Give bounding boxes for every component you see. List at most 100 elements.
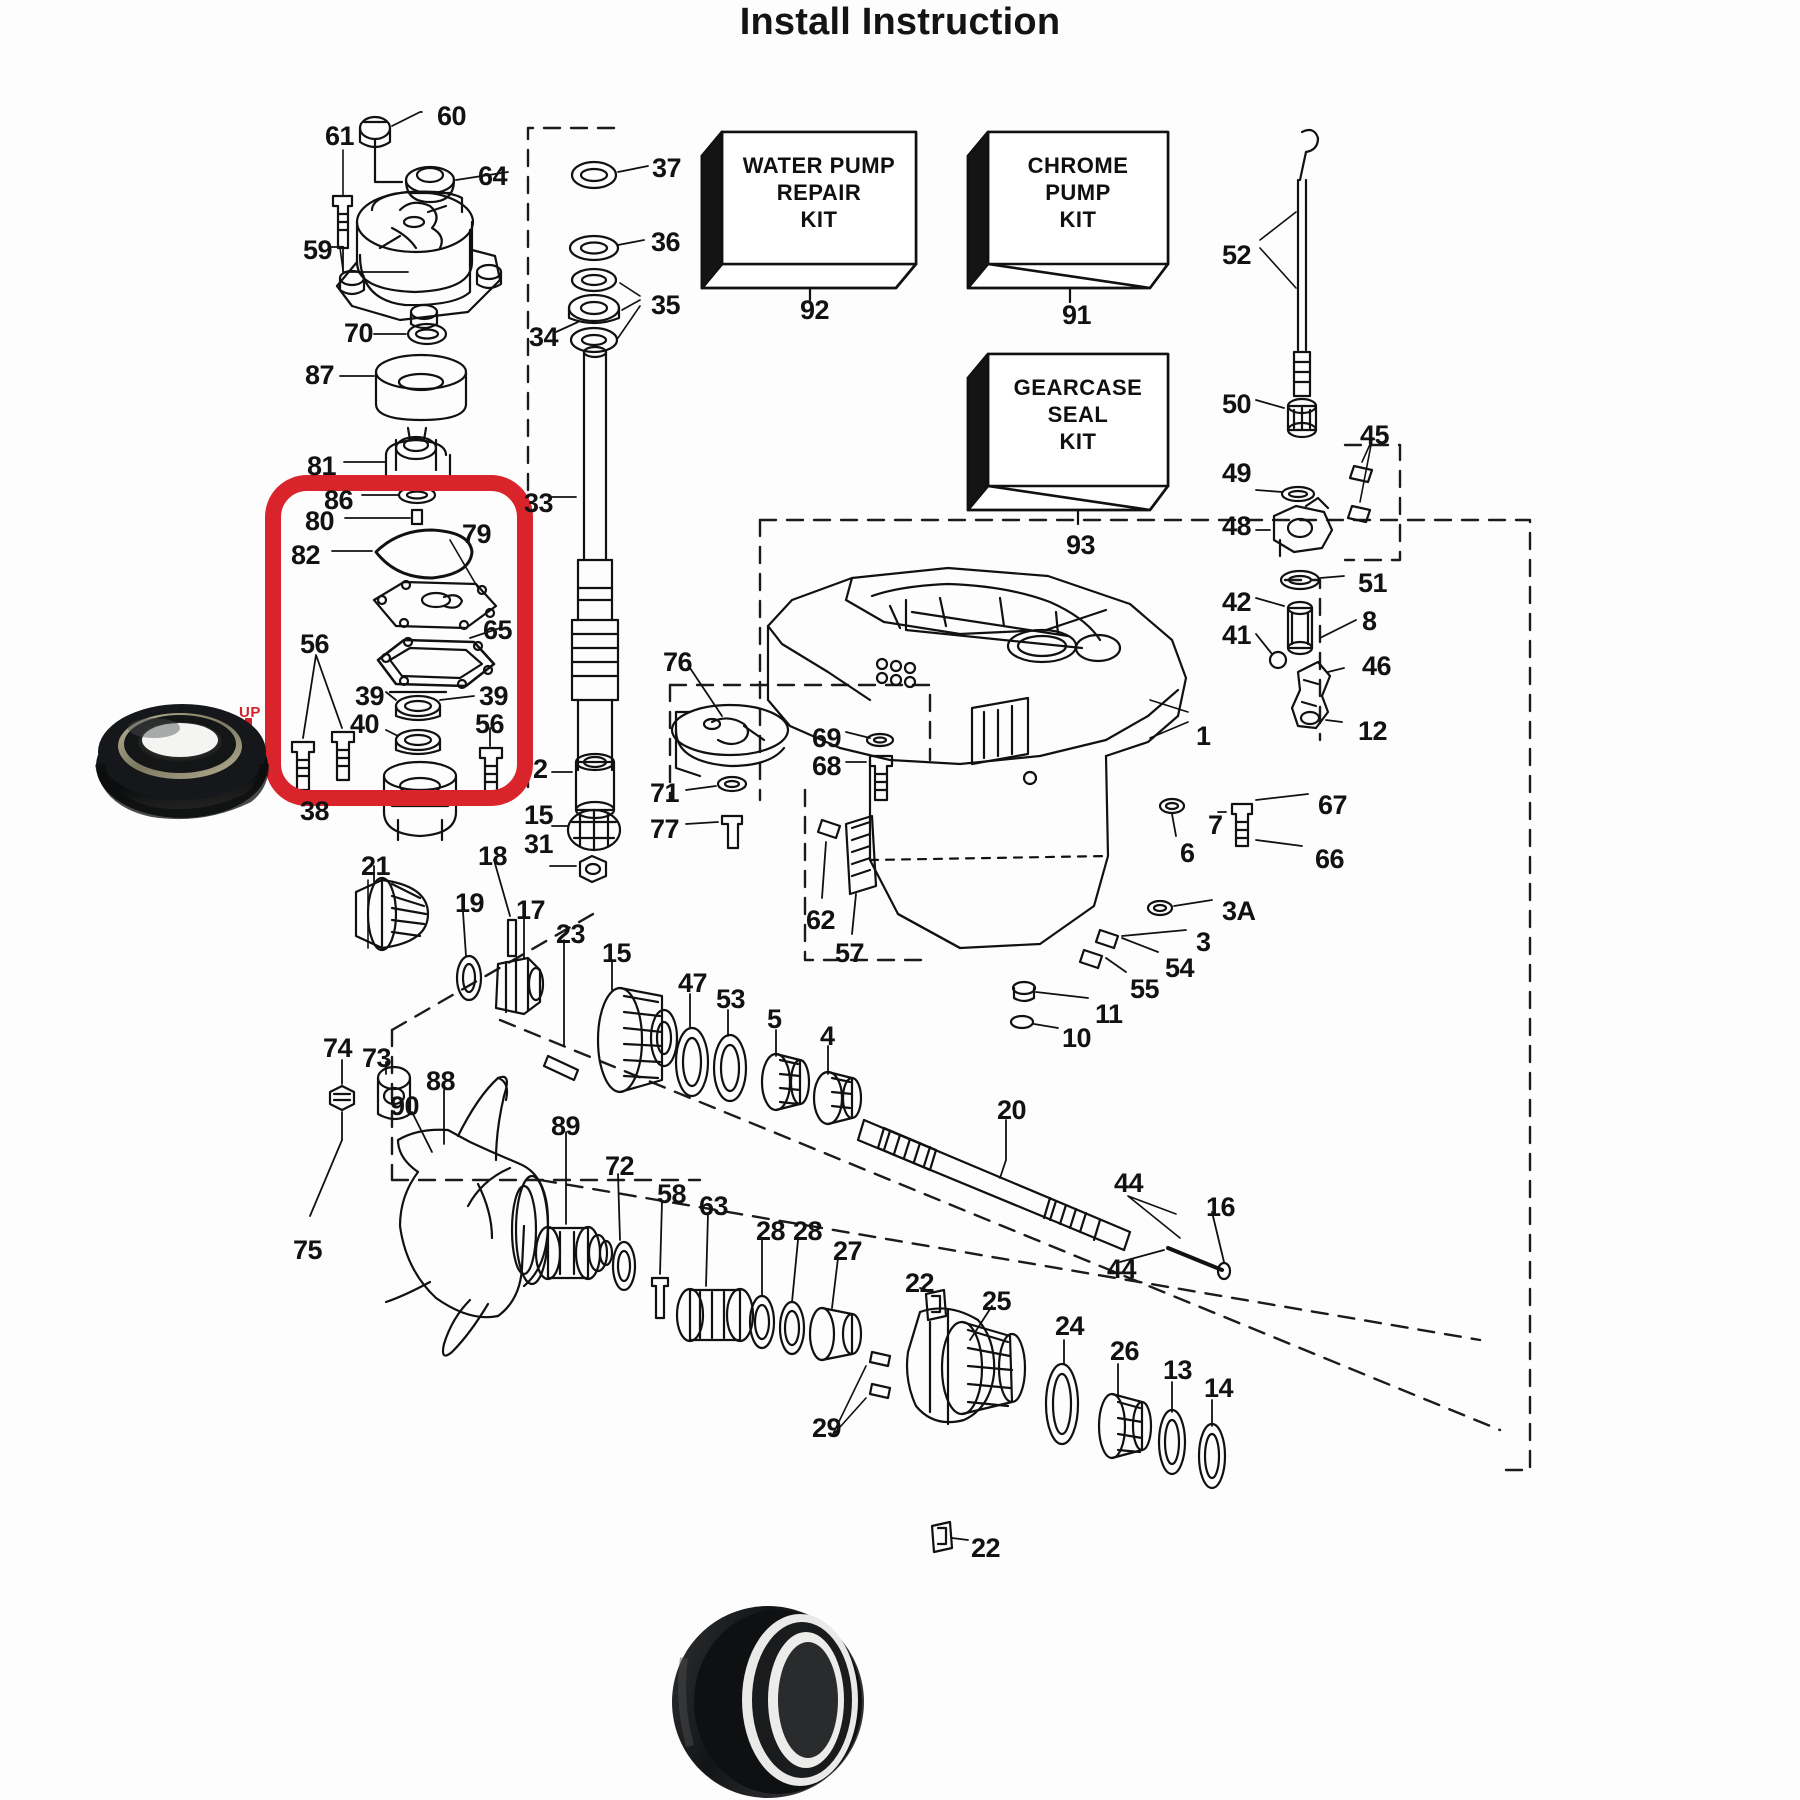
callout-number: 28 (756, 1216, 786, 1246)
callout-number: 93 (1066, 530, 1096, 560)
callout-number: 51 (1358, 568, 1388, 598)
callout-number: 7 (1208, 810, 1223, 840)
callout-number: 35 (651, 290, 681, 320)
callout-number: 63 (699, 1191, 729, 1221)
callout-number: 45 (1360, 420, 1390, 450)
callout-number: 13 (1163, 1355, 1193, 1385)
callout-number: 24 (1055, 1311, 1085, 1341)
callout-number: 37 (652, 153, 682, 183)
callout-number: 20 (997, 1095, 1027, 1125)
callout-number: 21 (361, 851, 391, 881)
callout-number: 46 (1362, 651, 1392, 681)
callout-number: 6 (1180, 838, 1195, 868)
callout-number: 17 (516, 895, 546, 925)
callout-number: 77 (650, 814, 680, 844)
callout-number: 41 (1222, 620, 1252, 650)
callout-number: 44 (1114, 1168, 1144, 1198)
callout-number: 89 (551, 1111, 581, 1141)
callout-number: 61 (325, 121, 355, 151)
callout-number: 8 (1362, 606, 1377, 636)
callout-number: 29 (812, 1413, 842, 1443)
callout-number: 22 (971, 1533, 1001, 1563)
kit-box-label-water-pump: WATER PUMP REPAIR KIT (742, 153, 896, 232)
callout-number: 11 (1095, 999, 1123, 1029)
callout-number: 39 (355, 681, 385, 711)
callout-number: 62 (806, 905, 836, 935)
callout-number: 5 (767, 1004, 782, 1034)
callout-number: 71 (650, 778, 680, 808)
callout-number: 44 (1107, 1254, 1137, 1284)
callout-number: 18 (478, 841, 508, 871)
callout-number: 3 (1196, 927, 1211, 957)
callout-number: 10 (1062, 1023, 1092, 1053)
callout-number: 81 (307, 451, 337, 481)
callout-number: 54 (1165, 953, 1195, 983)
callout-number: 67 (1318, 790, 1348, 820)
callout-number: 79 (462, 519, 492, 549)
kit-box-label-chrome-pump: CHROME PUMP KIT (1027, 153, 1129, 232)
callout-number: 16 (1206, 1192, 1236, 1222)
callout-number: 53 (716, 984, 746, 1014)
callout-number: 92 (800, 295, 830, 325)
callout-number: 23 (556, 919, 586, 949)
callout-number: 65 (483, 615, 513, 645)
callout-number: 80 (305, 506, 335, 536)
callout-number: 4 (820, 1021, 835, 1051)
callout-number: 87 (305, 360, 335, 390)
callout-number: 64 (478, 161, 508, 191)
callout-number: 91 (1062, 300, 1092, 330)
callout-number: 74 (323, 1033, 353, 1063)
callout-number: 15 (524, 800, 554, 830)
callout-number: 70 (344, 318, 374, 348)
callout-number: 90 (390, 1091, 420, 1121)
kit-box-label-gearcase-seal: GEARCASE SEAL KIT (1013, 375, 1143, 454)
callout-number: 55 (1130, 974, 1160, 1004)
up-direction-label: UP (239, 704, 261, 721)
callout-number: 34 (529, 322, 559, 352)
callout-number: 22 (905, 1268, 935, 1298)
callout-number: 19 (455, 888, 485, 918)
callout-number: 3A (1222, 896, 1256, 926)
callout-number: 73 (362, 1043, 392, 1073)
callout-number: 25 (982, 1286, 1012, 1316)
callout-number: 58 (657, 1179, 687, 1209)
callout-number: 33 (524, 488, 554, 518)
callout-number: 42 (1222, 587, 1252, 617)
callout-number: 36 (651, 227, 681, 257)
callout-number: 12 (1358, 716, 1388, 746)
oil-seal-photo-left (92, 694, 272, 824)
oil-seal-photo-bottom (650, 1598, 870, 1800)
callout-number: 27 (833, 1236, 863, 1266)
callout-number: 1 (1196, 721, 1211, 751)
callout-number: 47 (678, 968, 708, 998)
callout-number: 60 (437, 101, 467, 131)
callout-number: 72 (605, 1151, 635, 1181)
callout-number: 57 (835, 938, 865, 968)
callout-number: 86 (324, 485, 354, 515)
callout-number: 76 (663, 647, 693, 677)
page-title: Install Instruction (739, 1, 1061, 43)
callout-number: 50 (1222, 389, 1252, 419)
callout-number: 56 (475, 709, 505, 739)
callout-number: 28 (793, 1216, 823, 1246)
callout-number: 15 (602, 938, 632, 968)
callout-number: 26 (1110, 1336, 1140, 1366)
callout-number: 31 (524, 829, 554, 859)
callout-number: 88 (426, 1066, 456, 1096)
callout-number: 39 (479, 681, 509, 711)
callout-number: 56 (300, 629, 330, 659)
callout-number: 69 (812, 723, 842, 753)
callout-number: 75 (293, 1235, 323, 1265)
callout-number: 52 (1222, 240, 1252, 270)
callout-number: 59 (303, 235, 333, 265)
callout-number: 49 (1222, 458, 1252, 488)
callout-number: 38 (300, 796, 330, 826)
callout-number: 68 (812, 751, 842, 781)
callout-number: 82 (291, 540, 321, 570)
callout-number: 2 (533, 754, 548, 784)
callout-number: 40 (350, 709, 380, 739)
callout-number: 66 (1315, 844, 1345, 874)
callout-number: 48 (1222, 511, 1252, 541)
